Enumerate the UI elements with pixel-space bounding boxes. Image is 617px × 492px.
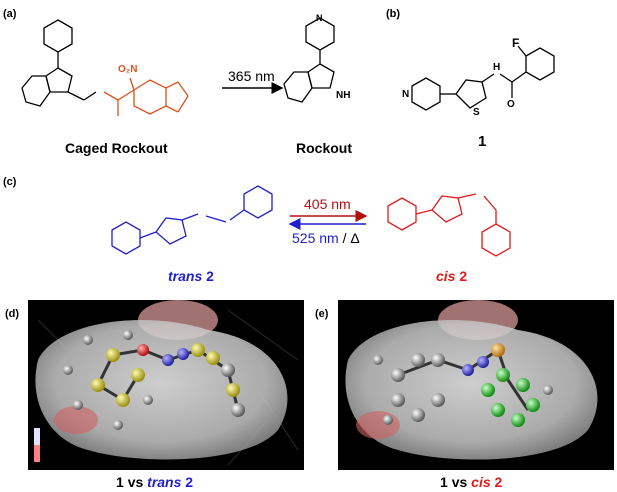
panel-label-c: (c)	[3, 176, 17, 188]
caption-e-num2: 2	[494, 474, 503, 490]
caption-e: 1 vs cis 2	[440, 474, 502, 490]
amide-h: H	[493, 62, 501, 73]
trans-2-label: trans 2	[168, 268, 214, 284]
trans-2-structure	[111, 185, 273, 255]
caption-d: 1 vs trans 2	[116, 474, 193, 490]
caption-d-num: 1	[116, 474, 124, 490]
caption-d-iso: trans	[147, 474, 182, 490]
compound-1-number: 1	[478, 133, 487, 150]
docking-render-d	[34, 300, 299, 466]
caption-d-num2: 2	[185, 474, 194, 490]
panel-label-e: (e)	[315, 308, 329, 320]
panel-label-d: (d)	[5, 308, 20, 320]
trans-word: trans	[168, 268, 203, 284]
caged-rockout-structure	[21, 19, 97, 107]
cis-word: cis	[436, 268, 456, 284]
cis-2-label: cis 2	[436, 268, 467, 284]
nitro-label: O₂N	[118, 64, 138, 75]
docking-image-d	[28, 300, 304, 470]
reverse-condition: 525 nm / Δ	[292, 230, 360, 246]
reverse-wavelength: 525 nm	[292, 230, 339, 246]
caption-e-num: 1	[440, 474, 448, 490]
caged-rockout-name: Caged Rockout	[65, 140, 168, 156]
panel-label-a: (a)	[3, 8, 17, 20]
cis-2-structure	[387, 193, 511, 257]
fluorine-atom: F	[512, 36, 520, 50]
docking-image-e	[338, 300, 614, 470]
trans-number: 2	[206, 268, 214, 284]
amide-o: O	[507, 99, 515, 110]
panel-label-b: (b)	[386, 8, 401, 20]
rockout-structure	[283, 17, 335, 103]
wavelength-365: 365 nm	[228, 68, 275, 84]
thiazole-s: S	[473, 107, 480, 118]
photocage-group	[103, 77, 189, 116]
docking-render-e	[345, 300, 598, 460]
rockout-nh: NH	[336, 90, 351, 101]
reaction-schemes	[21, 17, 555, 257]
pyridine-n: N	[402, 89, 410, 100]
forward-wavelength: 405 nm	[304, 196, 351, 212]
rockout-ring-n: N	[316, 13, 323, 23]
caption-e-vs: vs	[451, 474, 468, 490]
compound-1-structure	[411, 45, 555, 111]
thermal-delta: / Δ	[342, 230, 360, 246]
rockout-name: Rockout	[296, 140, 352, 156]
caption-d-vs: vs	[127, 474, 144, 490]
caption-e-iso: cis	[471, 474, 491, 490]
cis-number: 2	[459, 268, 468, 284]
